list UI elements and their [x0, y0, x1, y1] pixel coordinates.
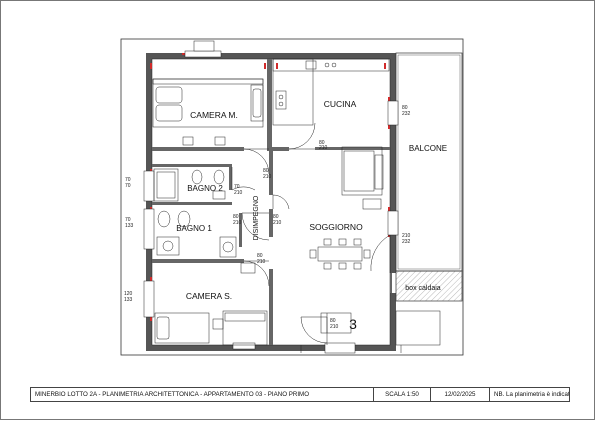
window-mark-balcone-h: 232	[402, 111, 411, 117]
door-mark-cucina-h: 210	[319, 145, 328, 151]
outer-walls	[146, 53, 396, 351]
door-mark-bagno2-h: 210	[234, 190, 243, 196]
door-mark-bagno2-w: 70	[234, 184, 240, 190]
title-block-date: 12/02/2025	[431, 388, 490, 401]
room-balcone: BALCONE	[409, 144, 447, 153]
single-bed	[154, 262, 268, 346]
door-mark-dis-upper-w: 80	[263, 168, 269, 174]
window-mark-bagno1-h: 133	[125, 223, 134, 229]
entrance-stair	[300, 310, 441, 353]
room-bagno1: BAGNO 1	[176, 224, 212, 233]
window-mark-camera-s-h: 133	[124, 297, 133, 303]
window-mark-bagno2-w: 70	[125, 177, 131, 183]
room-cucina: CUCINA	[324, 99, 357, 109]
stair-number: 3	[349, 316, 357, 332]
interior-walls	[152, 59, 392, 345]
window-mark-bagno2-h: 70	[125, 183, 131, 189]
door-mark-soggiorno-balcone-w: 210	[402, 233, 411, 239]
living-furniture	[309, 146, 384, 270]
door-mark-bagno1-h: 210	[233, 220, 242, 226]
door-mark-dis-upper-h: 210	[263, 174, 272, 180]
bagno2-fixtures	[153, 168, 226, 202]
window-mark-balcone-w: 80	[402, 105, 408, 111]
door-mark-bagno1-w: 80	[233, 214, 239, 220]
title-block: MINERBIO LOTTO 2A - PLANIMETRIA ARCHITET…	[30, 387, 570, 402]
door-mark-camera-s-w: 80	[257, 253, 263, 259]
door-mark-dis-mid-h: 210	[273, 220, 282, 226]
room-box-caldaia: box caldaia	[405, 285, 441, 292]
title-block-note: NB. La planimetria è indicativa	[494, 391, 569, 398]
room-camera-s: CAMERA S.	[186, 291, 232, 301]
drawing-frame	[120, 38, 464, 356]
bagno1-fixtures	[156, 210, 237, 258]
kitchen-counter	[272, 58, 390, 126]
balcony	[395, 52, 463, 302]
room-soggiorno: SOGGIORNO	[309, 222, 363, 232]
door-mark-dis-mid-w: 80	[273, 214, 279, 220]
room-disimpegno: DISIMPEGNO	[253, 195, 260, 240]
title-block-scale: SCALA 1:50	[374, 388, 431, 401]
window-mark-camera-s-w: 120	[124, 291, 133, 297]
room-bagno2: BAGNO 2	[187, 184, 223, 193]
door-swings	[231, 122, 391, 345]
door-mark-camera-s-h: 210	[257, 259, 266, 265]
title-block-main: MINERBIO LOTTO 2A - PLANIMETRIA ARCHITET…	[31, 388, 374, 401]
window-mark-bagno1-w: 70	[125, 217, 131, 223]
double-bed	[152, 78, 264, 146]
door-mark-soggiorno-balcone-h: 232	[402, 239, 411, 245]
door-mark-entrance-w: 80	[330, 318, 336, 324]
door-mark-cucina-w: 80	[319, 140, 325, 146]
room-camera-m: CAMERA M.	[190, 110, 238, 120]
door-mark-entrance-h: 210	[330, 324, 339, 330]
windows	[143, 40, 399, 354]
